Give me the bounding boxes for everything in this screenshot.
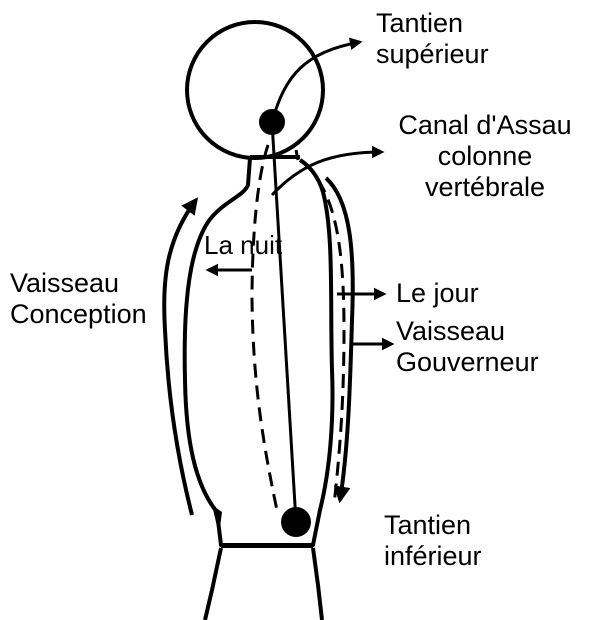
vaisseau-conception-label: Vaisseau Conception — [10, 268, 147, 330]
le-jour-label: Le jour — [396, 278, 479, 309]
head-outline — [187, 22, 323, 158]
tantien-superieur-line-2: supérieur — [376, 39, 489, 70]
canal-assau-label: Canal d'Assau colonne vertébrale — [380, 110, 590, 203]
canal-assau-line-2: colonne — [380, 141, 590, 172]
la-nuit-label: La nuit — [204, 230, 282, 261]
tantien-superieur-arrow — [272, 42, 360, 122]
vaisseau-gouverneur-line-1: Vaisseau — [396, 316, 539, 347]
tantien-inferieur-line-2: inférieur — [384, 541, 482, 572]
canal-assau-line-1: Canal d'Assau — [380, 110, 590, 141]
vaisseau-gouverneur-label: Vaisseau Gouverneur — [396, 316, 539, 378]
central-channel-right-line — [296, 150, 298, 160]
night-dashed-loop — [252, 145, 278, 515]
conception-vessel-line — [164, 200, 196, 515]
vaisseau-conception-line-2: Conception — [10, 299, 147, 330]
body-outline — [185, 158, 333, 545]
canal-assau-line-3: vertébrale — [380, 172, 590, 203]
vaisseau-gouverneur-line-2: Gouverneur — [396, 347, 539, 378]
tantien-superieur-label: Tantien supérieur — [376, 8, 489, 70]
left-leg-line — [205, 548, 221, 620]
tantien-superieur-line-1: Tantien — [376, 8, 489, 39]
vaisseau-conception-line-1: Vaisseau — [10, 268, 147, 299]
right-leg-line — [313, 548, 322, 620]
tantien-inferieur-line-1: Tantien — [384, 510, 482, 541]
tantien-inferieur-label: Tantien inférieur — [384, 510, 482, 572]
